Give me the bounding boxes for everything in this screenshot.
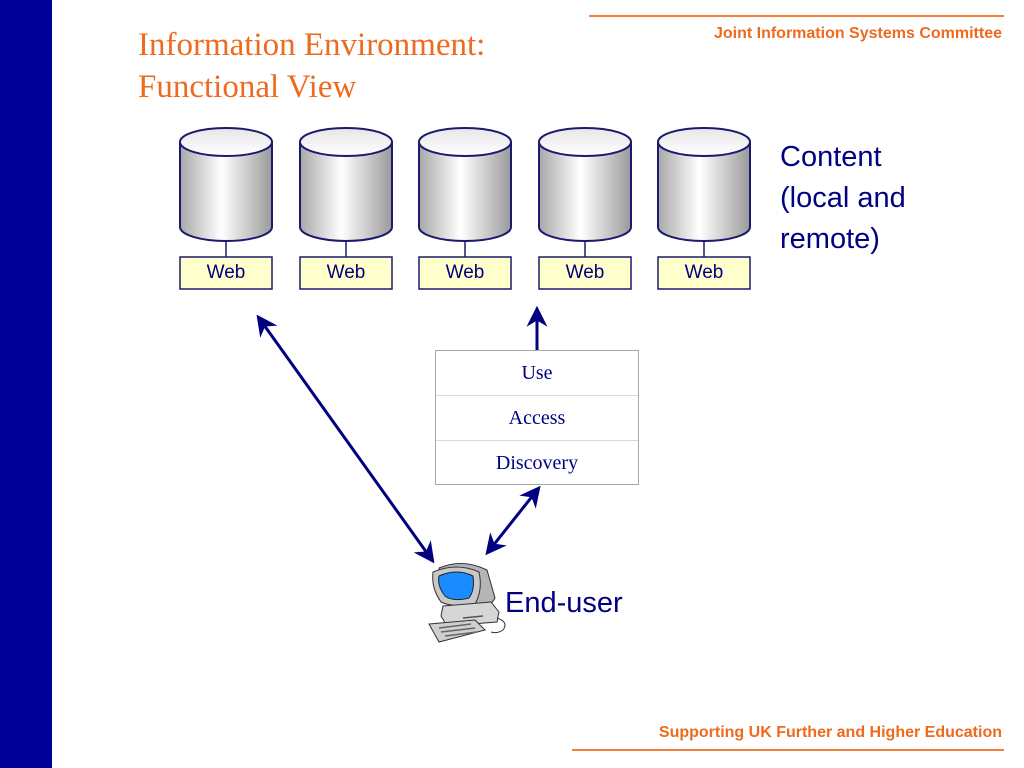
database-icon	[657, 127, 751, 242]
database-icon	[179, 127, 273, 242]
organization-name: Joint Information Systems Committee	[713, 25, 1002, 42]
database-icon	[299, 127, 393, 242]
side-bar	[0, 0, 52, 768]
web-label: Web	[684, 262, 724, 283]
web-box	[179, 256, 273, 290]
title-line-1: Information Environment:	[138, 27, 486, 63]
end-user-label: End-user	[505, 587, 623, 619]
content-source	[657, 127, 751, 290]
web-box	[538, 256, 632, 290]
web-label: Web	[565, 262, 605, 283]
footer-rule	[572, 749, 1004, 751]
service-stack: Use Access Discovery	[435, 350, 639, 485]
database-icon	[418, 127, 512, 242]
database-icon	[538, 127, 632, 242]
content-label-line-1: Content	[780, 141, 882, 173]
web-label: Web	[206, 262, 246, 283]
service-layer-discovery: Discovery	[495, 452, 579, 474]
service-layer-use: Use	[436, 351, 638, 396]
computer-icon	[428, 563, 506, 643]
service-layer-access: Access	[436, 396, 638, 441]
web-label: Web	[326, 262, 366, 283]
content-source	[418, 127, 512, 290]
footer-tagline: Supporting UK Further and Higher Educati…	[658, 724, 1002, 741]
title-line-2: Functional View	[138, 69, 357, 105]
header-rule	[589, 15, 1004, 17]
content-source	[538, 127, 632, 290]
content-source	[299, 127, 393, 290]
web-box	[299, 256, 393, 290]
content-label-line-2: (local and	[780, 182, 906, 214]
web-label: Web	[445, 262, 485, 283]
content-source	[179, 127, 273, 290]
web-box	[657, 256, 751, 290]
web-box	[418, 256, 512, 290]
slide-title: Information Environment: Functional View	[138, 24, 485, 108]
content-label-line-3: remote)	[780, 223, 880, 255]
arrow-enduser-to-web	[256, 314, 435, 564]
content-label: Content (local and remote)	[780, 137, 906, 260]
arrow-enduser-to-services	[485, 485, 541, 556]
